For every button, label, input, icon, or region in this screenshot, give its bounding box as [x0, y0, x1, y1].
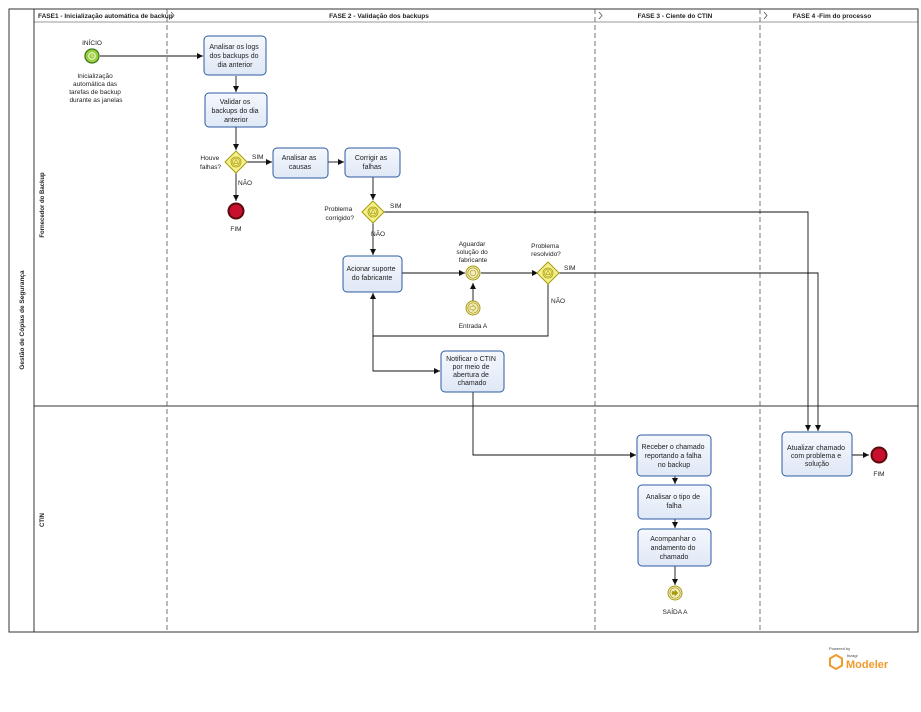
end-event-1[interactable]: [227, 202, 245, 220]
logo-powered-text: Powered by: [829, 646, 850, 651]
phase-separators: [166, 9, 768, 632]
wait-event-label: Aguardar solução do fabricante: [456, 241, 489, 264]
phase-1-label: FASE1 - Inicialização automática de back…: [38, 13, 173, 20]
saida-a-event[interactable]: [667, 585, 683, 601]
task-analisar-logs-label: Analisar os logs dos backups do dia ante…: [209, 44, 260, 69]
flow-label-sim-3: SIM: [564, 265, 576, 272]
lane-label-fornecedor: Fornecedor do Backup: [40, 172, 46, 238]
flow-g2-to-t10: [383, 211, 811, 431]
flow-label-nao-3: NÃO: [551, 296, 565, 305]
flow-label-nao-1: NÃO: [238, 178, 252, 187]
task-analisar-causas[interactable]: Analisar as causas: [272, 147, 329, 179]
entrada-a-event[interactable]: [465, 300, 481, 316]
flow-t5-to-t6: [372, 336, 440, 374]
task-acionar-suporte[interactable]: Acionar suporte do fabricante: [342, 255, 403, 293]
task-acompanhar-chamado[interactable]: Acompanhar o andamento do chamado: [637, 528, 712, 567]
logo-product-text: Modeler: [846, 659, 889, 671]
start-event[interactable]: [84, 48, 100, 64]
flow-g3-to-t10: [558, 272, 821, 431]
start-event-note: Inicialização automática das tarefas de …: [69, 73, 123, 104]
task-analisar-tipo-falha[interactable]: Analisar o tipo de falha: [637, 484, 712, 520]
task-analisar-logs[interactable]: Analisar os logs dos backups do dia ante…: [203, 35, 267, 76]
task-analisar-tipo-falha-label: Analisar o tipo de falha: [646, 494, 702, 510]
end-event-1-label: FIM: [230, 226, 241, 233]
lane-label-ctin: CTIN: [40, 513, 46, 527]
task-validar-backups-label: Validar os backups do dia anterior: [211, 99, 260, 124]
phase-4-label: FASE 4 -Fim do processo: [793, 13, 871, 20]
wait-event[interactable]: [465, 265, 481, 281]
task-notificar-ctin[interactable]: Notificar o CTIN por meio de abertura de…: [440, 350, 505, 393]
logo-brand-text: bizagi: [847, 653, 858, 658]
gateway-problema-resolvido[interactable]: [536, 261, 560, 285]
task-atualizar-chamado[interactable]: Atualizar chamado com problema e solução: [781, 431, 853, 477]
end-event-2-label: FIM: [873, 471, 884, 478]
flow-label-sim-2: SIM: [390, 203, 402, 210]
flow-t6-to-t7: [472, 392, 636, 458]
end-event-2[interactable]: [870, 446, 888, 464]
task-atualizar-chamado-label: Atualizar chamado com problema e solução: [787, 445, 847, 468]
task-receber-chamado-label: Receber o chamado reportando a falha no …: [642, 444, 707, 469]
gateway-problema-resolvido-label: Problema resolvido?: [531, 243, 561, 258]
saida-a-label: SAÍDA A: [663, 607, 689, 616]
flow-label-sim-1: SIM: [252, 154, 264, 161]
task-receber-chamado[interactable]: Receber o chamado reportando a falha no …: [636, 434, 712, 477]
task-corrigir-falhas-label: Corrigir as falhas: [355, 155, 389, 171]
pool-title: Gestão de Cópias de Segurança: [19, 270, 26, 370]
phase-3-label: FASE 3 - Ciente do CTIN: [638, 13, 713, 20]
gateway-problema-corrigido-label: Problema corrigido?: [324, 206, 354, 222]
phase-2-label: FASE 2 - Validação dos backups: [329, 13, 429, 20]
bizagi-logo: Powered by bizagi Modeler: [829, 646, 889, 671]
task-acompanhar-chamado-label: Acompanhar o andamento do chamado: [650, 536, 697, 561]
gateway-problema-corrigido[interactable]: [361, 200, 385, 224]
flow-g3-to-t5: [370, 283, 549, 337]
start-event-label: INÍCIO: [82, 38, 102, 47]
flow-label-nao-2: NÃO: [371, 229, 385, 238]
entrada-a-label: Entrada A: [459, 323, 488, 330]
task-analisar-causas-label: Analisar as causas: [282, 155, 319, 171]
task-validar-backups[interactable]: Validar os backups do dia anterior: [204, 92, 268, 128]
task-notificar-ctin-label: Notificar o CTIN por meio de abertura de…: [446, 356, 498, 387]
task-corrigir-falhas[interactable]: Corrigir as falhas: [344, 147, 401, 178]
gateway-houve-falhas[interactable]: [224, 150, 248, 174]
logo-hexagon-icon: [829, 653, 843, 671]
sequence-flows: [100, 53, 869, 585]
task-acionar-suporte-label: Acionar suporte do fabricante: [347, 266, 398, 282]
pool: Gestão de Cópias de Segurança Fornecedor…: [8, 8, 919, 633]
gateway-houve-falhas-label: Houve falhas?: [200, 155, 221, 171]
